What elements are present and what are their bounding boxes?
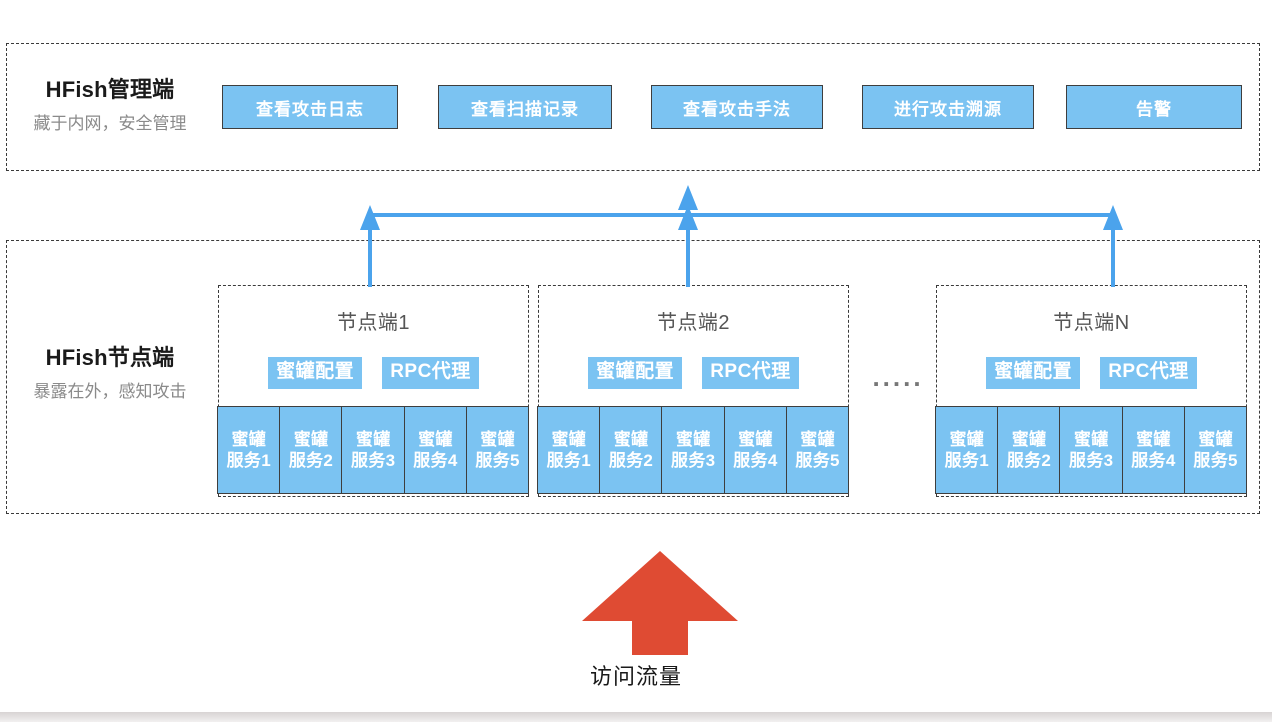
node-badge-group: 蜜罐配置 RPC代理 xyxy=(219,357,528,389)
rpc-proxy-badge[interactable]: RPC代理 xyxy=(1100,357,1197,389)
service-cell-line1: 蜜罐 xyxy=(1073,429,1109,449)
service-cell-line1: 蜜罐 xyxy=(738,429,773,449)
node-subtitle: 暴露在外，感知攻击 xyxy=(33,381,187,401)
service-cell-line2: 服务2 xyxy=(288,451,334,470)
service-cell-line1: 蜜罐 xyxy=(231,429,267,449)
node-section xyxy=(6,240,1260,514)
service-cell-line1: 蜜罐 xyxy=(551,429,587,449)
service-cell-line2: 服务1 xyxy=(944,451,989,470)
honeypot-service-cell[interactable]: 蜜罐服务4 xyxy=(403,406,468,494)
node-badge-group: 蜜罐配置 RPC代理 xyxy=(937,357,1246,389)
honeypot-service-cell[interactable]: 蜜罐服务3 xyxy=(661,406,725,494)
honeypot-service-cell[interactable]: 蜜罐服务2 xyxy=(997,406,1061,494)
action-button-2[interactable]: 查看扫描记录 xyxy=(438,85,612,129)
node-card-title: 节点端2 xyxy=(656,312,731,334)
service-cell-line2: 服务3 xyxy=(1069,451,1114,470)
action-button-3[interactable]: 查看攻击手法 xyxy=(651,85,823,129)
service-cell-line2: 服务2 xyxy=(608,451,654,470)
service-cell-line2: 服务4 xyxy=(1131,451,1176,470)
honeypot-service-cell[interactable]: 蜜罐服务5 xyxy=(785,406,850,494)
node-ellipsis: ..... xyxy=(872,362,924,392)
traffic-label: 访问流量 xyxy=(589,664,682,689)
action-button-4[interactable]: 进行攻击溯源 xyxy=(862,85,1034,129)
service-cell-line1: 蜜罐 xyxy=(1136,429,1171,449)
service-cell-line1: 蜜罐 xyxy=(418,429,453,449)
rpc-proxy-badge[interactable]: RPC代理 xyxy=(702,357,799,389)
service-cell-line2: 服务4 xyxy=(413,451,458,470)
service-cell-line2: 服务1 xyxy=(546,451,591,470)
node-title-label: HFish节点端 xyxy=(45,345,175,370)
honeypot-service-cell[interactable]: 蜜罐服务3 xyxy=(1059,406,1123,494)
service-cell-line1: 蜜罐 xyxy=(675,429,711,449)
service-cell-line1: 蜜罐 xyxy=(613,429,649,449)
service-cell-line2: 服务2 xyxy=(1006,451,1052,470)
service-cell-line2: 服务5 xyxy=(1193,451,1238,470)
honeypot-service-cell[interactable]: 蜜罐服务1 xyxy=(537,406,601,494)
service-cell-line2: 服务5 xyxy=(795,451,840,470)
rpc-proxy-badge[interactable]: RPC代理 xyxy=(382,357,479,389)
service-cell-line1: 蜜罐 xyxy=(949,429,985,449)
traffic-arrow-icon xyxy=(582,551,738,655)
node-card-title: 节点端N xyxy=(1053,312,1130,334)
node-caption: HFish节点端 暴露在外，感知攻击 xyxy=(4,344,216,403)
action-button-5[interactable]: 告警 xyxy=(1066,85,1242,129)
service-cell-line2: 服务1 xyxy=(226,451,271,470)
service-cell-line2: 服务4 xyxy=(733,451,778,470)
service-cell-line1: 蜜罐 xyxy=(1011,429,1047,449)
honeypot-service-cell[interactable]: 蜜罐服务3 xyxy=(341,406,405,494)
honeypot-service-cell[interactable]: 蜜罐服务4 xyxy=(1121,406,1186,494)
action-button-1[interactable]: 查看攻击日志 xyxy=(222,85,398,129)
honeypot-service-cell[interactable]: 蜜罐服务4 xyxy=(723,406,788,494)
management-section xyxy=(6,43,1260,171)
service-cell-line2: 服务3 xyxy=(671,451,716,470)
service-cell-line1: 蜜罐 xyxy=(800,429,835,449)
honeypot-config-badge[interactable]: 蜜罐配置 xyxy=(268,357,363,389)
bottom-band xyxy=(0,712,1272,722)
node-badge-group: 蜜罐配置 RPC代理 xyxy=(539,357,848,389)
management-title: HFish管理端 xyxy=(45,77,175,102)
honeypot-service-cell[interactable]: 蜜罐服务2 xyxy=(599,406,663,494)
node-card-title: 节点端1 xyxy=(336,312,411,334)
honeypot-service-cell[interactable]: 蜜罐服务1 xyxy=(935,406,999,494)
service-cell-line2: 服务5 xyxy=(475,451,520,470)
honeypot-service-cell[interactable]: 蜜罐服务5 xyxy=(1183,406,1248,494)
management-caption: HFish管理端 藏于内网，安全管理 xyxy=(4,76,216,135)
service-cell-line1: 蜜罐 xyxy=(355,429,391,449)
honeypot-service-cell[interactable]: 蜜罐服务2 xyxy=(279,406,343,494)
service-cell-line1: 蜜罐 xyxy=(480,429,515,449)
honeypot-service-cell[interactable]: 蜜罐服务5 xyxy=(465,406,530,494)
service-cell-line1: 蜜罐 xyxy=(293,429,329,449)
honeypot-service-cell[interactable]: 蜜罐服务1 xyxy=(217,406,281,494)
service-cell-line1: 蜜罐 xyxy=(1198,429,1233,449)
management-subtitle: 藏于内网，安全管理 xyxy=(33,113,187,133)
service-cell-line2: 服务3 xyxy=(351,451,396,470)
honeypot-config-badge[interactable]: 蜜罐配置 xyxy=(986,357,1081,389)
honeypot-config-badge[interactable]: 蜜罐配置 xyxy=(588,357,683,389)
